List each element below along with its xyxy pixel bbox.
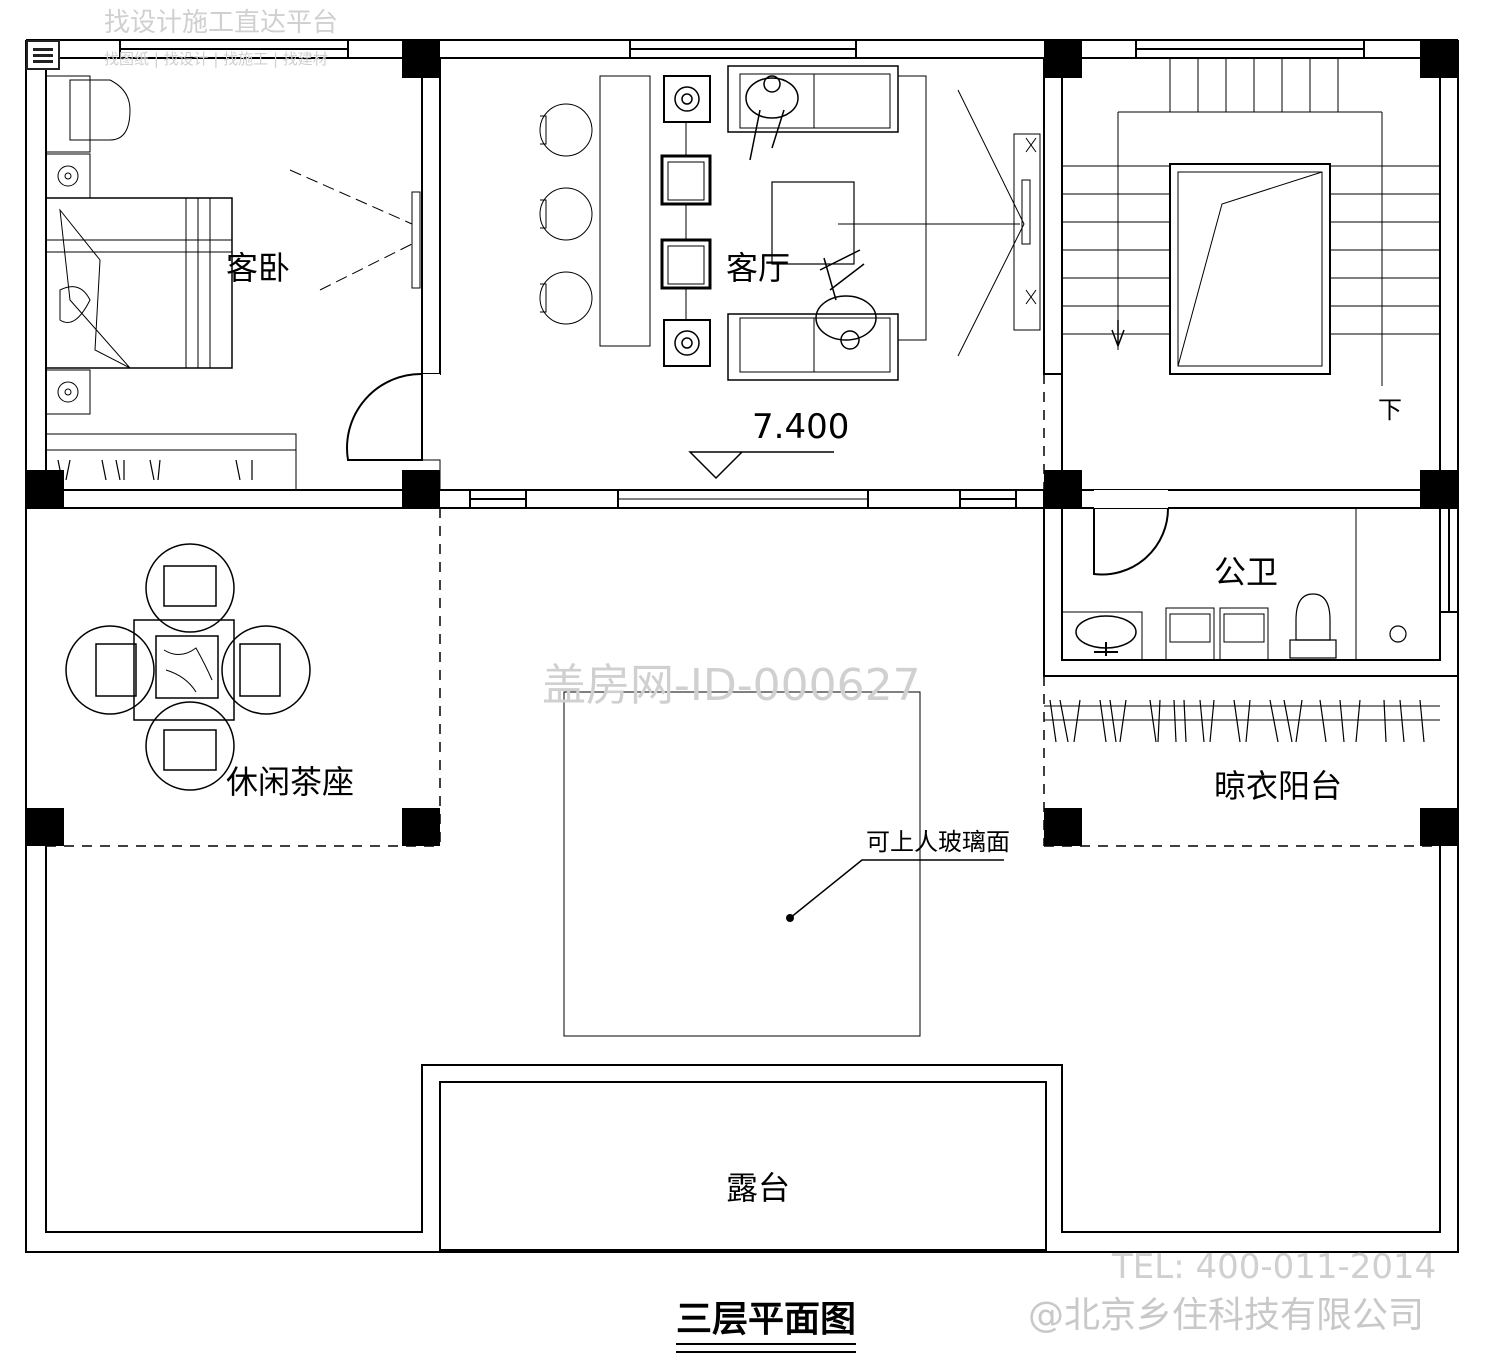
armchair [660,154,712,206]
wardrobe [45,433,297,491]
bathroom-door-swing [1093,507,1170,576]
platform-links: 找图纸 | 找设计 | 找施工 | 找建材 [104,50,328,68]
washing-machine [1165,607,1215,661]
title-underline [676,1343,856,1353]
glass-floor-note: 可上人玻璃面 [866,828,1010,856]
terrace-parapet [439,1081,1047,1251]
tea-table [133,619,235,721]
stair-well [1169,163,1331,375]
sofa-bottom [727,313,899,381]
contact-tel: TEL: 400-011-2014 [1112,1247,1437,1287]
stair-arrow [1111,320,1125,349]
room-label-living-room: 客厅 [726,249,791,287]
floor-drain [1389,625,1407,643]
drawing-title: 三层平面图 [676,1299,857,1340]
outer-boundary [25,40,1459,1253]
wash-basin [1061,611,1143,661]
glass-floor [563,691,921,1037]
room-label-drying-balcony: 晾衣阳台 [1214,767,1343,805]
tv-bedroom [411,191,421,289]
coffee-table [771,181,855,265]
inner-boundary [45,846,1441,1233]
company-name: @北京乡住科技有限公司 [1028,1295,1425,1336]
bedroom-partition [421,57,441,375]
room-label-terrace: 露台 [726,1169,791,1207]
bar-counter [599,75,651,347]
stair-down-label: 下 [1378,396,1402,424]
sliding-door [525,489,619,509]
sofa-top [727,65,899,133]
toilet [1295,593,1331,641]
living-stair-partition [1043,57,1063,375]
tea-chairs [65,543,311,791]
hangers [1049,699,1425,743]
elevation-label: 7.400 [752,407,850,447]
nightstand [45,153,91,199]
stair-treads [1062,58,1440,335]
room-label-tea-lounge: 休闲茶座 [226,763,355,801]
platform-logo [26,40,60,70]
watermark-id: 盖房网-ID-000627 [542,660,921,711]
room-label-guest-bedroom: 客卧 [226,249,291,287]
column [402,40,440,78]
platform-title: 找设计施工直达平台 [104,8,339,38]
tv-living [1013,133,1041,331]
middle-wall [26,489,440,509]
bed [45,197,233,369]
bedroom-door-swing [346,372,423,461]
elevation-marker [688,451,834,480]
room-label-public-bathroom: 公卫 [1214,553,1279,591]
leader-line [789,859,1004,919]
